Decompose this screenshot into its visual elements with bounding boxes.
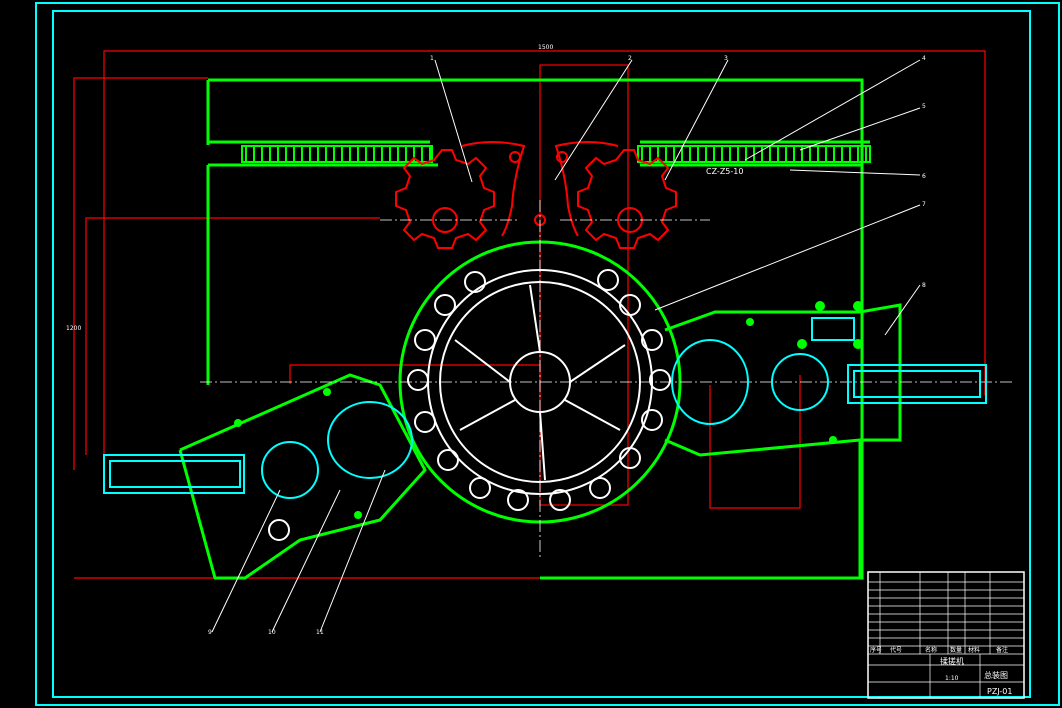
tb-col-name: 名称 [925,646,937,654]
callout-label-3: 3 [724,55,728,62]
tb-col-code: 代号 [890,646,902,654]
outer-border [35,2,1060,706]
red-outline-frames [73,50,986,579]
tb-col-qty: 数量 [950,646,962,654]
spring-chain-right [637,145,871,163]
inner-border [52,10,1031,698]
dimension-top: 1500 [538,44,553,51]
callout-label-11: 11 [316,629,324,636]
callout-label-8: 8 [922,282,926,289]
callout-label-2: 2 [628,55,632,62]
tb-col-no: 序号 [870,646,882,654]
callout-label-6: 6 [922,173,926,180]
callout-label-10: 10 [268,629,276,636]
tb-col-material: 材料 [968,646,980,654]
callout-label-4: 4 [922,55,926,62]
callout-label-7: 7 [922,201,926,208]
tb-drawing-no: PZJ-01 [987,687,1012,696]
gear-icon [395,141,677,249]
leader-lines [211,59,921,633]
green-markers [234,301,863,519]
center-lines [200,200,1015,560]
tb-machine-name: 揉搓机 [940,656,964,666]
spring-chain-left [241,145,433,163]
part-tag: CZ-Z5-10 [706,167,743,176]
tb-drawing-type: 总装图 [984,670,1008,680]
pivot-pin [268,519,290,541]
tb-col-remark: 备注 [996,646,1008,654]
callout-label-5: 5 [922,103,926,110]
callout-label-1: 1 [430,55,434,62]
callout-label-9: 9 [208,629,212,636]
title-block: 序号 代号 名称 数量 材料 备注 揉搓机 总装图 1:10 PZJ-01 [867,571,1025,699]
dimension-left: 1200 [66,325,81,332]
rotor-icon [407,269,671,511]
shaft-icon [103,317,987,499]
tb-scale: 1:10 [945,675,959,682]
